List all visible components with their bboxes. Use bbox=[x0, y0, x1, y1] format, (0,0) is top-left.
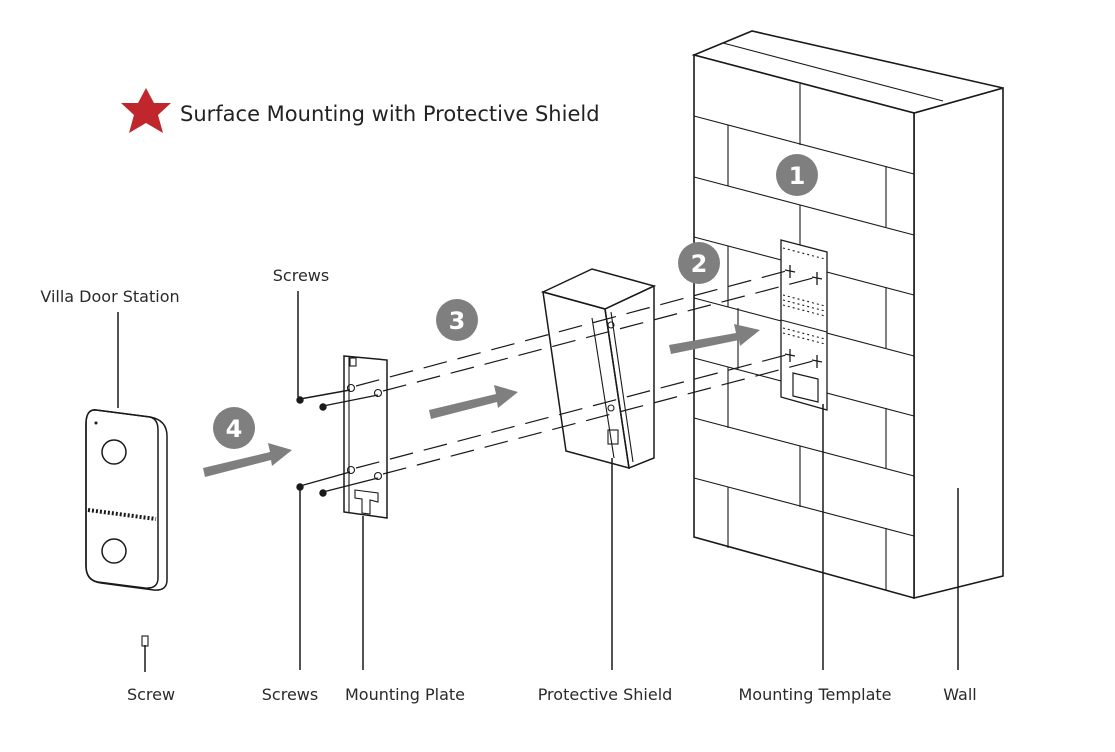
svg-text:2: 2 bbox=[691, 250, 708, 278]
label-wall: Wall bbox=[943, 685, 977, 704]
label-screws-top: Screws bbox=[273, 266, 329, 285]
label-villa-door-station: Villa Door Station bbox=[40, 287, 179, 306]
villa-door-station bbox=[85, 409, 168, 647]
svg-text:1: 1 bbox=[789, 162, 806, 190]
svg-text:4: 4 bbox=[226, 415, 243, 443]
label-mounting-plate: Mounting Plate bbox=[345, 685, 465, 704]
arrow-step-3 bbox=[429, 385, 518, 419]
step-badge-3: 3 bbox=[436, 299, 478, 341]
step-arrows bbox=[203, 324, 760, 477]
star-icon bbox=[121, 88, 171, 133]
mounting-template bbox=[780, 239, 828, 411]
protective-shield bbox=[540, 268, 657, 470]
leader-lines bbox=[117, 291, 959, 672]
plate-screws bbox=[296, 389, 379, 497]
label-screws-bottom: Screws bbox=[262, 685, 318, 704]
label-mounting-template: Mounting Template bbox=[739, 685, 892, 704]
wall-block bbox=[691, 30, 1004, 600]
step-badge-2: 2 bbox=[678, 242, 720, 284]
step-badge-1: 1 bbox=[776, 154, 818, 196]
screw-part bbox=[141, 635, 149, 647]
svg-text:3: 3 bbox=[449, 307, 466, 335]
mounting-plate bbox=[343, 355, 388, 519]
step-badge-4: 4 bbox=[213, 407, 255, 449]
arrow-step-2 bbox=[669, 324, 760, 354]
label-screw: Screw bbox=[127, 685, 175, 704]
title-text: Surface Mounting with Protective Shield bbox=[180, 102, 600, 126]
label-protective-shield: Protective Shield bbox=[538, 685, 673, 704]
alignment-lines bbox=[355, 269, 818, 475]
arrow-step-4 bbox=[203, 443, 292, 477]
diagram-title: Surface Mounting with Protective Shield bbox=[121, 88, 600, 133]
